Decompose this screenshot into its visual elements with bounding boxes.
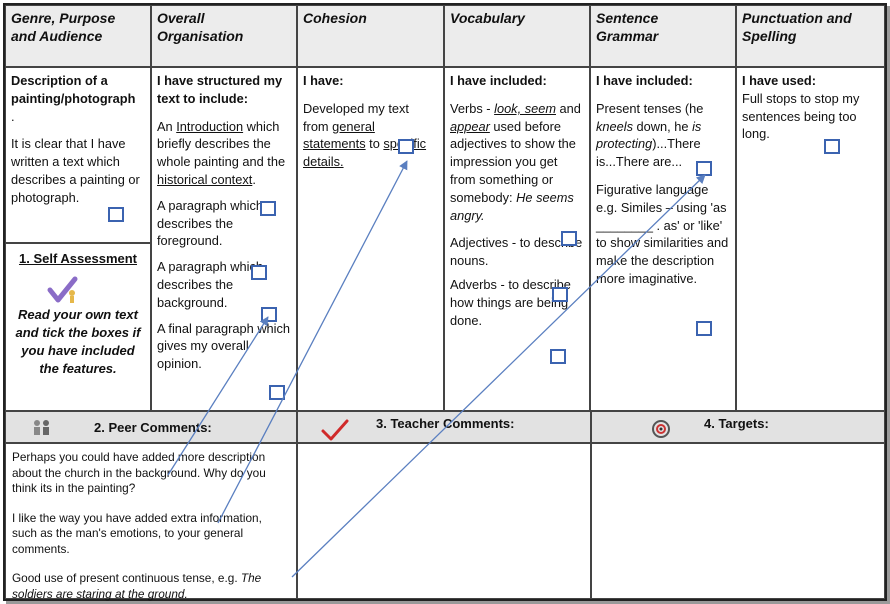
header-punctuation: Punctuation and Spelling bbox=[736, 5, 885, 67]
genre-dot: . bbox=[11, 108, 15, 124]
cohesion-text: Developed my text from general statement… bbox=[303, 100, 426, 170]
header-cohesion: Cohesion bbox=[297, 5, 444, 67]
tick-box-adjectives[interactable] bbox=[552, 287, 568, 302]
vocabulary-verbs-item: Verbs - look, seem and appear used befor… bbox=[450, 100, 581, 223]
tick-box-full-stops[interactable] bbox=[824, 139, 840, 154]
peer-comments-title: 2. Peer Comments: bbox=[94, 420, 212, 435]
genre-text: It is clear that I have written a text w… bbox=[11, 136, 140, 205]
peer-comments-box: Perhaps you could have added more descri… bbox=[5, 443, 297, 601]
organisation-introduction-item: An Introduction which briefly describes … bbox=[157, 118, 286, 187]
punctuation-cell: I have used: Full stops to stop my sente… bbox=[736, 67, 885, 411]
header-grammar: Sentence Grammar bbox=[590, 5, 736, 67]
self-assessment-title: 1. Self Assessment bbox=[18, 251, 138, 266]
targets-header: 4. Targets: bbox=[591, 411, 885, 443]
teacher-comments-title: 3. Teacher Comments: bbox=[376, 416, 515, 431]
tick-box-cohesion[interactable] bbox=[398, 139, 414, 154]
self-assessment-cell: 1. Self Assessment Read your own text an… bbox=[5, 243, 151, 411]
tick-box-adverbs[interactable] bbox=[550, 349, 566, 364]
red-tick-icon bbox=[321, 419, 349, 441]
tick-box-verbs[interactable] bbox=[561, 231, 577, 246]
targets-box bbox=[591, 443, 885, 599]
targets-title: 4. Targets: bbox=[704, 416, 769, 431]
tick-box-introduction[interactable] bbox=[260, 201, 276, 216]
header-organisation-line1: Overall bbox=[157, 10, 205, 26]
teacher-comments-header: 3. Teacher Comments: bbox=[297, 411, 591, 443]
cohesion-cell: I have: Developed my text from general s… bbox=[297, 67, 444, 411]
peer-comment-2: I like the way you have added extra info… bbox=[12, 510, 262, 556]
vocabulary-intro: I have included: bbox=[450, 73, 547, 88]
peer-comments-header: 2. Peer Comments: bbox=[5, 411, 297, 443]
vocabulary-adverbs-item: Adverbs - to describe how things are bei… bbox=[450, 276, 571, 328]
peer-comment-1: Perhaps you could have added more descri… bbox=[12, 450, 266, 495]
genre-cell: Description of a painting/photograph . I… bbox=[5, 67, 151, 243]
header-cohesion-line1: Cohesion bbox=[303, 10, 367, 26]
organisation-opinion-item: A final paragraph which gives my overall… bbox=[157, 320, 291, 372]
tick-person-icon bbox=[47, 276, 78, 303]
cohesion-intro: I have: bbox=[303, 73, 344, 88]
header-genre-line1: Genre, Purpose bbox=[11, 10, 116, 26]
header-punctuation-line2: Spelling bbox=[742, 28, 797, 44]
header-organisation: Overall Organisation bbox=[151, 5, 297, 67]
grammar-tenses-item: Present tenses (he kneels down, he is pr… bbox=[596, 100, 704, 170]
self-assessment-text: Read your own text and tick the boxes if… bbox=[15, 306, 141, 376]
tick-box-foreground[interactable] bbox=[251, 265, 267, 280]
punctuation-intro: I have used: bbox=[742, 73, 816, 88]
peer-comment-3: Good use of present continuous tense, e.… bbox=[12, 571, 262, 601]
grammar-figurative-item: Figurative language e.g. Similes – using… bbox=[596, 181, 729, 286]
genre-title: Description of a painting/photograph bbox=[11, 73, 136, 106]
tick-box-figurative[interactable] bbox=[696, 321, 712, 336]
grammar-cell: I have included: Present tenses (he knee… bbox=[590, 67, 736, 411]
tick-box-genre[interactable] bbox=[108, 207, 124, 222]
tick-box-background[interactable] bbox=[261, 307, 277, 322]
grammar-intro: I have included: bbox=[596, 73, 693, 88]
header-grammar-line2: Grammar bbox=[596, 28, 659, 44]
header-vocabulary-line1: Vocabulary bbox=[450, 10, 525, 26]
header-genre-line2: and Audience bbox=[11, 28, 103, 44]
teacher-comments-box bbox=[297, 443, 591, 599]
header-vocabulary: Vocabulary bbox=[444, 5, 590, 67]
two-people-icon bbox=[34, 420, 49, 435]
tick-box-tenses[interactable] bbox=[696, 161, 712, 176]
punctuation-text: Full stops to stop my sentences being to… bbox=[742, 90, 860, 142]
header-grammar-line1: Sentence bbox=[596, 10, 659, 26]
tick-box-opinion[interactable] bbox=[269, 385, 285, 400]
organisation-cell: I have structured my text to include: An… bbox=[151, 67, 297, 411]
header-punctuation-line1: Punctuation and bbox=[742, 10, 852, 26]
header-organisation-line2: Organisation bbox=[157, 28, 244, 44]
self-assessment-grid: Genre, Purpose and Audience Overall Orga… bbox=[3, 3, 887, 601]
organisation-intro: I have structured my text to include: bbox=[157, 73, 283, 106]
header-genre: Genre, Purpose and Audience bbox=[5, 5, 151, 67]
organisation-background-item: A paragraph which describes the backgrou… bbox=[157, 259, 263, 310]
target-icon bbox=[652, 420, 670, 438]
